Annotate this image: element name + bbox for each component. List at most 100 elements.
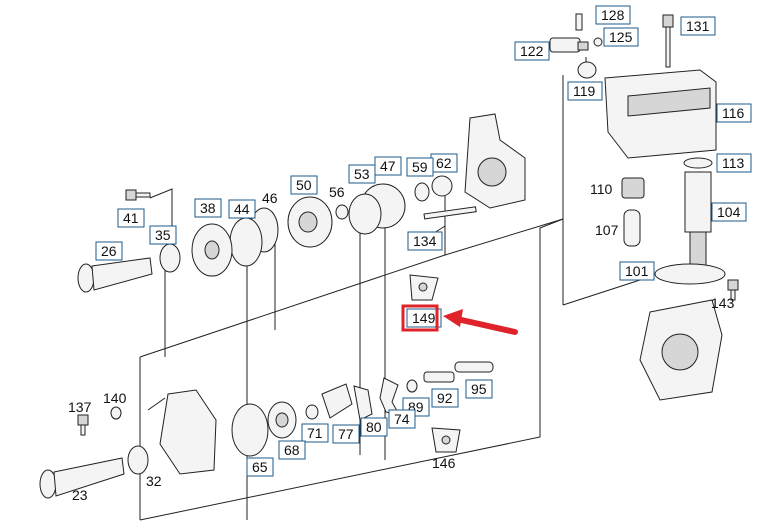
- callout-box-80: [360, 417, 388, 437]
- part-washer-113: [683, 157, 713, 169]
- part-bolt-41: [125, 189, 151, 201]
- callout-text-59: 59: [412, 159, 428, 175]
- callout-box-122: [514, 41, 550, 61]
- label-137[interactable]: 137: [68, 399, 92, 415]
- callout-59[interactable]: 59: [406, 157, 434, 177]
- part-shaft-23: [39, 457, 125, 499]
- part-oring-44: [229, 217, 263, 267]
- callout-box-26: [95, 241, 123, 261]
- callout-box-65: [246, 457, 274, 477]
- callout-47[interactable]: 47: [374, 156, 402, 176]
- callout-68[interactable]: 68: [278, 440, 306, 460]
- callout-box-116: [716, 103, 752, 123]
- part-bolt-137: [77, 414, 89, 436]
- callout-116[interactable]: 116: [716, 103, 752, 123]
- part-ring-71: [305, 404, 319, 420]
- label-56[interactable]: 56: [329, 184, 345, 200]
- callout-35[interactable]: 35: [149, 225, 177, 245]
- part-pin-107: [623, 209, 641, 247]
- label-110[interactable]: 110: [590, 181, 613, 197]
- part-shaft-26: [77, 257, 153, 293]
- callout-92[interactable]: 92: [431, 388, 459, 408]
- part-rotor-68: [267, 401, 297, 439]
- callout-text-134: 134: [413, 233, 437, 249]
- callout-box-68: [278, 440, 306, 460]
- label-143[interactable]: 143: [711, 295, 735, 311]
- callout-box-38: [194, 198, 222, 218]
- callout-box-113: [716, 153, 752, 173]
- part-plate-146: [431, 427, 461, 453]
- callout-text-77: 77: [338, 426, 354, 442]
- part-gear-38: [191, 223, 233, 277]
- callout-71[interactable]: 71: [301, 423, 329, 443]
- callout-text-35: 35: [155, 227, 171, 243]
- callout-77[interactable]: 77: [332, 424, 360, 444]
- callout-134[interactable]: 134: [407, 231, 443, 251]
- callout-box-149: [406, 308, 442, 328]
- callout-text-119: 119: [573, 83, 596, 99]
- callout-128[interactable]: 128: [595, 5, 631, 25]
- highlight-arrow-shaft: [454, 316, 518, 335]
- part-vane-77: [321, 383, 353, 419]
- label-23[interactable]: 23: [72, 487, 88, 503]
- part-pump-body: [639, 299, 723, 401]
- part-screw-128: [575, 13, 583, 31]
- callout-text-53: 53: [354, 166, 370, 182]
- part-vane-80: [353, 385, 373, 421]
- callout-text-80: 80: [366, 419, 382, 435]
- callout-104[interactable]: 104: [711, 202, 747, 222]
- callout-113[interactable]: 113: [716, 153, 752, 173]
- label-140[interactable]: 140: [103, 390, 127, 406]
- part-oring-53: [348, 193, 382, 235]
- callout-74[interactable]: 74: [388, 409, 416, 429]
- callout-text-41: 41: [123, 210, 139, 226]
- part-seal-59: [431, 175, 453, 197]
- label-32[interactable]: 32: [146, 473, 162, 489]
- label-46[interactable]: 46: [262, 190, 278, 206]
- callout-box-128: [595, 5, 631, 25]
- highlight-layer: [401, 304, 518, 335]
- callout-text-92: 92: [437, 390, 453, 406]
- part-valve-104: [684, 171, 712, 273]
- label-107[interactable]: 107: [595, 222, 619, 238]
- callout-box-41: [117, 208, 145, 228]
- callout-44[interactable]: 44: [228, 199, 256, 219]
- part-housing-116: [604, 69, 717, 159]
- callout-text-38: 38: [200, 200, 216, 216]
- callout-80[interactable]: 80: [360, 417, 388, 437]
- part-seal-35: [159, 243, 181, 273]
- callout-text-26: 26: [101, 243, 117, 259]
- part-bolt-134: [423, 206, 477, 220]
- callout-text-104: 104: [717, 204, 741, 220]
- callout-text-95: 95: [471, 381, 487, 397]
- callout-62[interactable]: 62: [430, 153, 458, 173]
- callout-50[interactable]: 50: [290, 175, 318, 195]
- callout-text-116: 116: [722, 105, 745, 121]
- callout-131[interactable]: 131: [680, 16, 716, 36]
- label-146[interactable]: 146: [432, 455, 456, 471]
- callout-38[interactable]: 38: [194, 198, 222, 218]
- plain-callouts: 46 56 110 107 143 137 140 146 32 23: [68, 181, 735, 503]
- callout-65[interactable]: 65: [246, 457, 274, 477]
- callout-box-77: [332, 424, 360, 444]
- callout-text-74: 74: [394, 411, 410, 427]
- callout-122[interactable]: 122: [514, 41, 550, 61]
- callout-text-44: 44: [234, 201, 250, 217]
- callout-149[interactable]: 149: [406, 308, 442, 328]
- callout-53[interactable]: 53: [348, 164, 376, 184]
- callout-119[interactable]: 119: [567, 81, 603, 101]
- part-bolt-131: [662, 14, 674, 68]
- callout-95[interactable]: 95: [465, 379, 493, 399]
- callout-text-131: 131: [686, 18, 710, 34]
- callout-41[interactable]: 41: [117, 208, 145, 228]
- part-piston-92: [423, 371, 455, 383]
- callout-101[interactable]: 101: [619, 261, 655, 281]
- callout-125[interactable]: 125: [603, 27, 639, 47]
- callout-26[interactable]: 26: [95, 241, 123, 261]
- callout-box-95: [465, 379, 493, 399]
- callout-box-44: [228, 199, 256, 219]
- callout-box-71: [301, 423, 329, 443]
- highlight-box: [401, 304, 439, 332]
